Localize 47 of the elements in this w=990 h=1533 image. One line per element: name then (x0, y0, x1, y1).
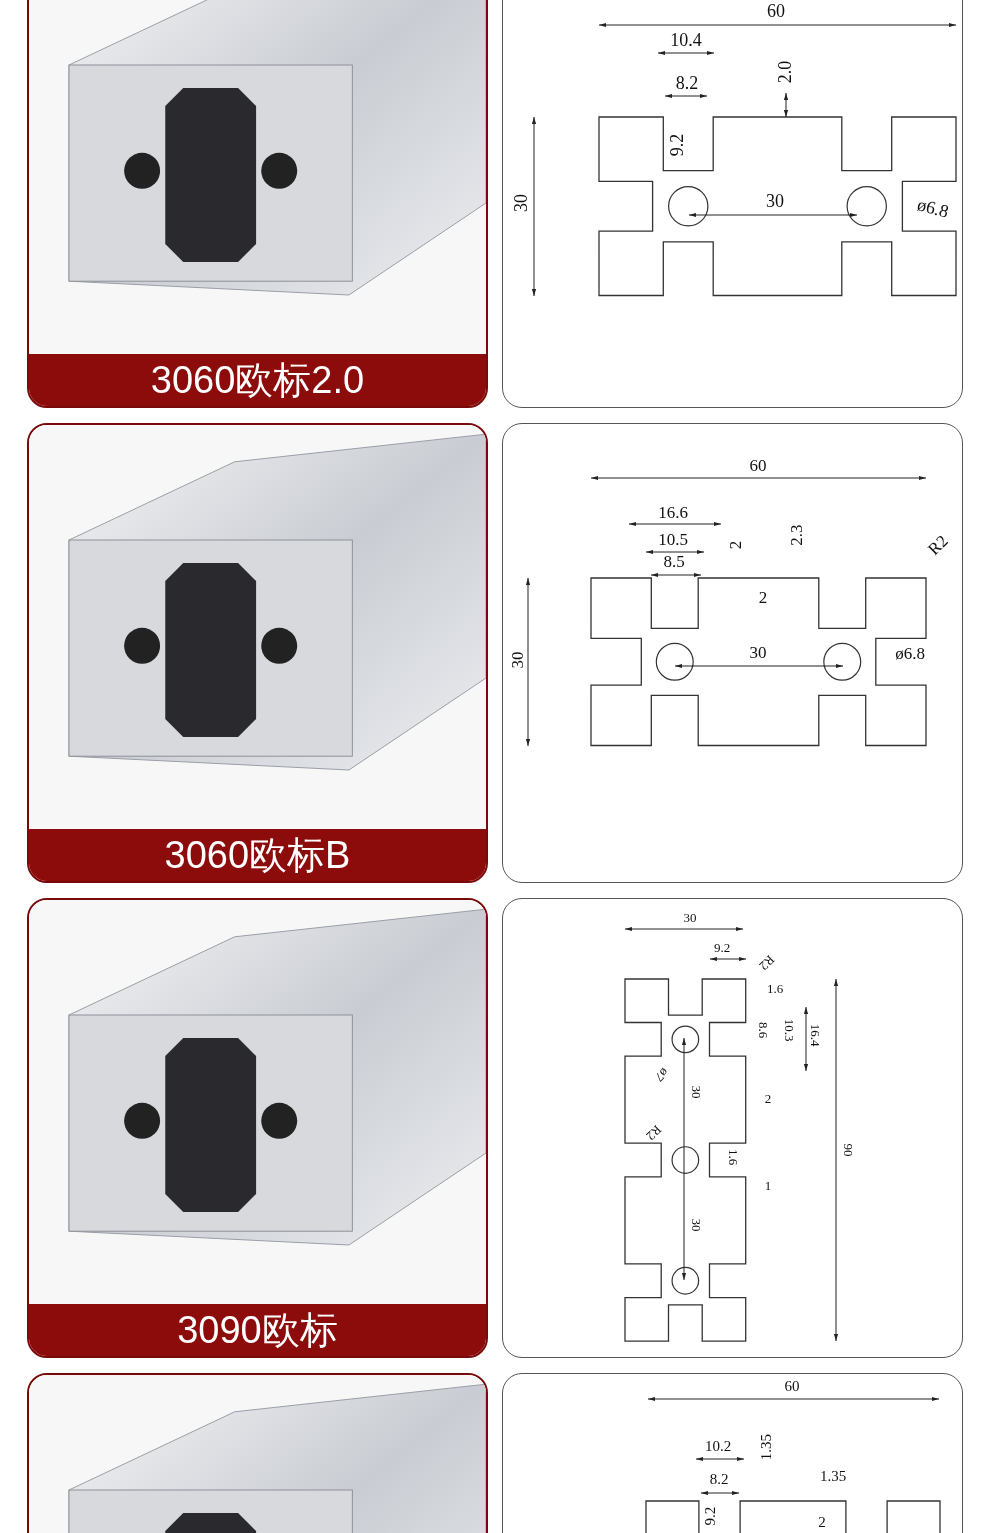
dimension-label: 60 (784, 1378, 800, 1394)
name-banner: 3060欧标2.0 (29, 354, 486, 406)
dimension-label: 10.4 (670, 31, 702, 49)
dimension-label: 30 (683, 910, 697, 924)
dimension-label: 9.2 (713, 940, 731, 954)
dimension-label: 10.5 (658, 530, 688, 548)
dimension-label: 30 (749, 643, 767, 661)
dimension-label: 30 (689, 1085, 703, 1099)
dimension-label: 10.2 (704, 1438, 732, 1454)
drawing-card (502, 898, 963, 1358)
dimension-label: 60 (767, 2, 785, 20)
dimension-label: 90 (841, 1143, 855, 1157)
dimension-label: 1 (764, 1178, 772, 1192)
dimension-label: 16.6 (658, 503, 688, 521)
dimension-label: 9.2 (702, 1506, 718, 1526)
dimension-label: 16.4 (808, 1023, 822, 1047)
dimension-label: 8.2 (709, 1471, 729, 1487)
dimension-label: 2.3 (787, 524, 805, 546)
dimension-label: 2 (764, 1091, 772, 1105)
dimension-label: 1.35 (758, 1433, 774, 1461)
drawing-card (502, 0, 963, 408)
name-banner: 3060欧标B (29, 829, 486, 881)
dimension-label: 30 (512, 194, 530, 212)
dimension-label: R2 (644, 1123, 664, 1143)
dimension-label: R2 (924, 531, 952, 559)
dimension-label: 10.3 (782, 1018, 796, 1042)
dimension-label: ø7 (652, 1065, 672, 1085)
name-banner: 3090欧标 (29, 1304, 486, 1356)
dimension-label: 30 (508, 651, 526, 669)
dimension-label: 8.5 (663, 552, 685, 570)
dimension-label: 60 (749, 456, 767, 474)
dimension-label: ø6.8 (895, 644, 925, 662)
dimension-label: 1.35 (819, 1468, 847, 1484)
dimension-label: 1.6 (726, 1148, 740, 1166)
dimension-label: 30 (689, 1218, 703, 1232)
dimension-label: ø6.8 (915, 195, 951, 221)
dimension-label: 1.6 (766, 981, 784, 995)
dimension-label: R2 (757, 953, 777, 973)
drawing-card (502, 423, 963, 883)
dimension-label: 8.2 (675, 74, 699, 92)
dimension-label: 9.2 (668, 133, 686, 157)
dimension-label: 2.0 (776, 60, 794, 84)
dimension-label: 2 (758, 588, 768, 606)
dimension-label: 8.6 (756, 1021, 770, 1039)
dimension-label: 2 (726, 540, 744, 550)
dimension-label: 2 (818, 1514, 826, 1530)
dimension-label: 30 (766, 192, 784, 210)
